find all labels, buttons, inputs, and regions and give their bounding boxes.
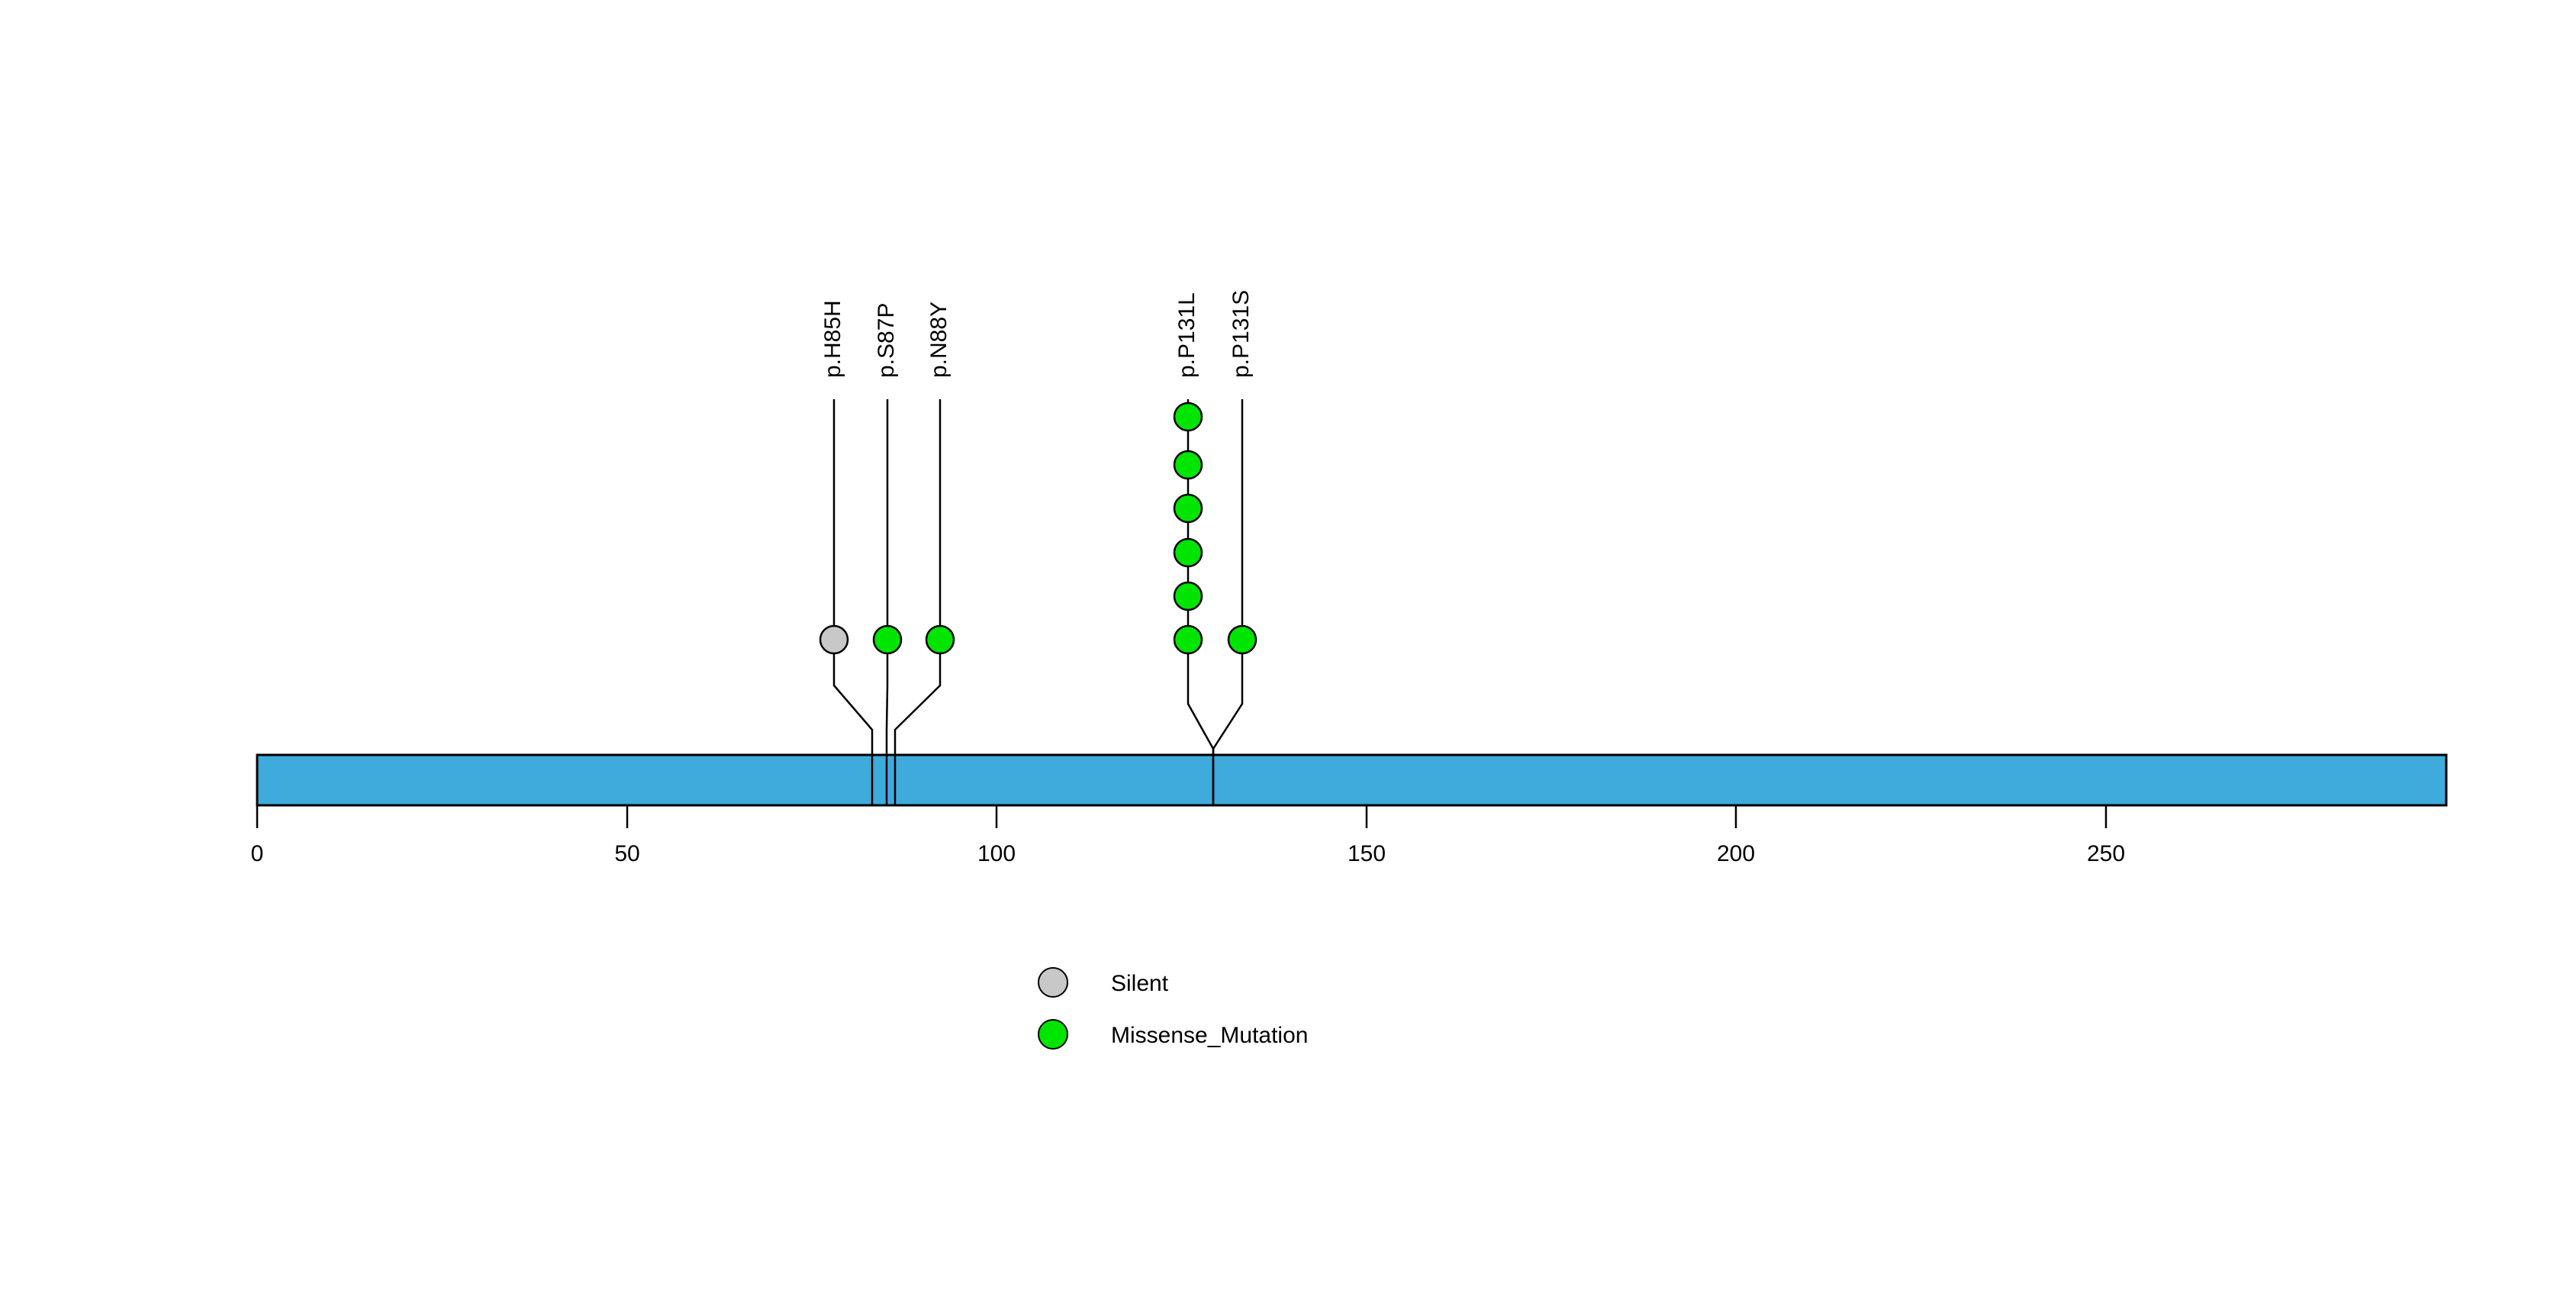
legend: Silent Missense_Mutation bbox=[1038, 967, 1308, 1050]
legend-label-missense-mutation: Missense_Mutation bbox=[1111, 1023, 1308, 1048]
protein-bar-group bbox=[256, 753, 2448, 807]
lollipop-connector-p-P131S bbox=[1212, 399, 1244, 805]
axis-tick-label-100: 100 bbox=[977, 841, 1016, 866]
lollipop-marker[interactable] bbox=[1173, 537, 1203, 568]
lollipop-p-S87P[interactable]: p.S87P bbox=[872, 303, 903, 805]
axis-tick-label-150: 150 bbox=[1348, 841, 1386, 866]
lollipop-p-N88Y[interactable]: p.N88Y bbox=[894, 302, 955, 805]
lollipop-connector-p-N88Y bbox=[894, 399, 942, 805]
axis-tick-label-250: 250 bbox=[2087, 841, 2125, 866]
legend-label-silent: Silent bbox=[1111, 971, 1169, 996]
lollipop-p-P131S[interactable]: p.P131S bbox=[1212, 290, 1257, 805]
legend-swatch-silent bbox=[1038, 967, 1068, 998]
protein-bar[interactable] bbox=[256, 753, 2448, 807]
axis-tick-label-50: 50 bbox=[614, 841, 639, 866]
lollipop-marker[interactable] bbox=[872, 624, 903, 655]
legend-swatch-missense-mutation bbox=[1038, 1019, 1068, 1050]
lollipop-p-P131L[interactable]: p.P131L bbox=[1173, 292, 1215, 805]
lollipop-connector-p-H85H bbox=[832, 399, 874, 805]
legend-entry-silent[interactable]: Silent bbox=[1038, 967, 1169, 998]
lollipop-label-p-H85H: p.H85H bbox=[820, 300, 845, 378]
x-axis: 0 50 100 150 200 250 bbox=[251, 805, 2125, 866]
lollipop-label-p-P131S: p.P131S bbox=[1228, 290, 1254, 378]
axis-tick-label-0: 0 bbox=[251, 841, 264, 866]
lollipop-marker[interactable] bbox=[1173, 493, 1203, 524]
lollipop-label-p-P131L: p.P131L bbox=[1174, 292, 1199, 378]
lollipop-marker[interactable] bbox=[819, 624, 849, 655]
lollipop-marker[interactable] bbox=[1173, 581, 1203, 611]
legend-entry-missense-mutation[interactable]: Missense_Mutation bbox=[1038, 1019, 1308, 1050]
lollipop-marker[interactable] bbox=[1173, 624, 1203, 655]
lollipop-marker[interactable] bbox=[1227, 624, 1257, 655]
lollipop-marker[interactable] bbox=[1173, 402, 1203, 432]
axis-tick-label-200: 200 bbox=[1717, 841, 1755, 866]
lollipop-marker[interactable] bbox=[1173, 450, 1203, 480]
lollipop-p-H85H[interactable]: p.H85H bbox=[819, 300, 874, 805]
lollipop-marker[interactable] bbox=[925, 624, 955, 655]
lollipop-label-p-S87P: p.S87P bbox=[874, 303, 899, 378]
lollipop-label-p-N88Y: p.N88Y bbox=[926, 302, 952, 378]
